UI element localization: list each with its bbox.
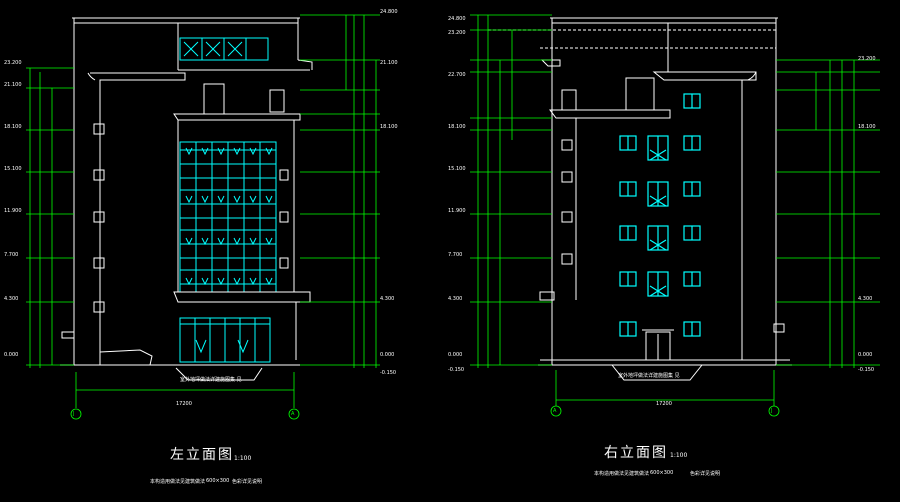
right-axis-bubble-a bbox=[550, 405, 562, 417]
elevation-label: -0.150 bbox=[858, 367, 875, 373]
right-windows bbox=[619, 93, 701, 337]
left-grid-j: J bbox=[73, 411, 75, 417]
left-note-c: 色彩详见说明 bbox=[232, 479, 263, 485]
elevation-label: 18.100 bbox=[4, 124, 22, 130]
left-note-a: 本构造用做法见建筑做法 bbox=[150, 479, 206, 485]
right-grid-a: A bbox=[553, 408, 557, 414]
left-note-b: 600×300 bbox=[206, 478, 230, 484]
left-base-note: 室外地坪做法详建施图集 见 bbox=[180, 377, 242, 383]
right-grid-j: J bbox=[771, 408, 773, 414]
elevation-label: 22.700 bbox=[448, 72, 466, 78]
left-elevation-title: 左立面图 bbox=[170, 447, 234, 463]
right-overall-dim: 17200 bbox=[656, 401, 672, 407]
elevation-label: 24.800 bbox=[448, 16, 466, 22]
right-elevation-scale: 1:100 bbox=[670, 452, 688, 459]
left-grid-a: A bbox=[291, 411, 295, 417]
right-axis-bubble-j bbox=[768, 405, 780, 417]
elevation-label: 24.800 bbox=[380, 9, 398, 15]
elevation-label: 11.900 bbox=[4, 208, 22, 214]
elevation-label: 23.200 bbox=[858, 56, 876, 62]
elevation-label: -0.150 bbox=[380, 370, 397, 376]
right-base-note: 室外地坪做法详建施图集 见 bbox=[618, 373, 680, 379]
right-note-c: 色彩详见说明 bbox=[690, 471, 721, 477]
elevation-label: 21.100 bbox=[4, 82, 22, 88]
elevation-label: 0.000 bbox=[4, 352, 19, 358]
elevation-label: 0.000 bbox=[448, 352, 463, 358]
right-note-b: 600×300 bbox=[650, 470, 674, 476]
elevation-label: 4.300 bbox=[858, 296, 873, 302]
elevation-label: 15.100 bbox=[448, 166, 466, 172]
elevation-label: 4.300 bbox=[380, 296, 395, 302]
elevation-label: 18.100 bbox=[448, 124, 466, 130]
left-axis-bubble-j bbox=[70, 408, 82, 420]
left-overall-dim: 17200 bbox=[176, 401, 192, 407]
right-note-a: 本构造用做法见建筑做法 bbox=[594, 471, 650, 477]
elevation-label: 0.000 bbox=[858, 352, 873, 358]
elevation-label: 15.100 bbox=[4, 166, 22, 172]
left-dimensions bbox=[26, 14, 380, 420]
left-axis-bubble-a bbox=[288, 408, 300, 420]
elevation-label: 11.900 bbox=[448, 208, 466, 214]
elevation-label: 4.300 bbox=[4, 296, 19, 302]
elevation-label: 23.200 bbox=[448, 30, 466, 36]
elevation-label: -0.150 bbox=[448, 367, 465, 373]
right-dimensions bbox=[470, 14, 880, 417]
elevation-label: 4.300 bbox=[448, 296, 463, 302]
elevation-label: 18.100 bbox=[380, 124, 398, 130]
right-elevation-title: 右立面图 bbox=[604, 445, 668, 461]
elevation-label: 21.100 bbox=[380, 60, 398, 66]
elevation-label: 7.700 bbox=[448, 252, 463, 258]
elevation-label: 7.700 bbox=[4, 252, 19, 258]
elevation-label: 23.200 bbox=[4, 60, 22, 66]
elevation-label: 0.000 bbox=[380, 352, 395, 358]
left-elevation-scale: 1:100 bbox=[234, 455, 252, 462]
elevation-label: 18.100 bbox=[858, 124, 876, 130]
left-elevation bbox=[60, 17, 313, 381]
